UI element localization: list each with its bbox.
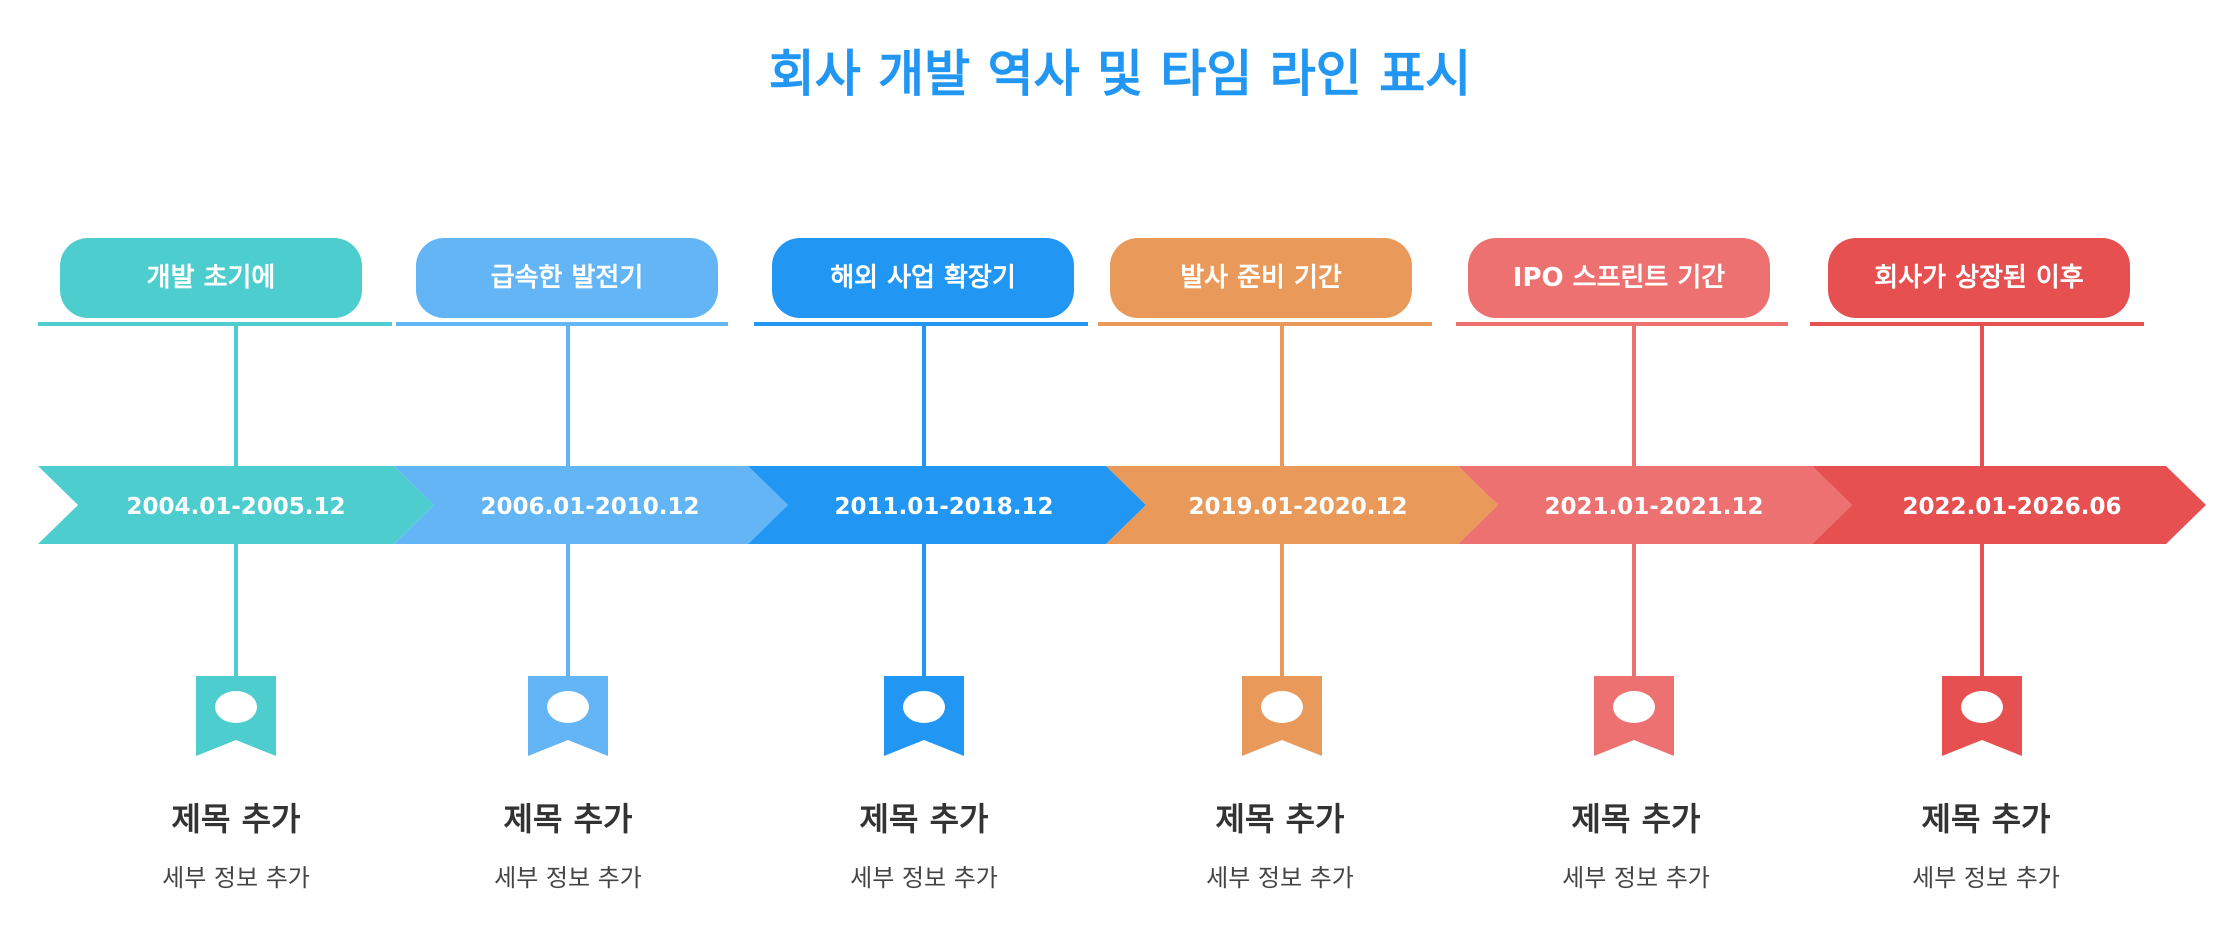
- period-label-0: 2004.01-2005.12: [126, 494, 346, 520]
- flag-dot-0: [215, 691, 257, 723]
- item-title-1: 제목 추가: [503, 800, 633, 838]
- period-label-4: 2021.01-2021.12: [1544, 494, 1764, 520]
- timeline-segment-5: [1812, 466, 2206, 544]
- timeline-segment-1: [394, 466, 788, 544]
- phase-label-2: 해외 사업 확장기: [772, 238, 1074, 318]
- phase-label-3: 발사 준비 기간: [1110, 238, 1412, 318]
- page-title: 회사 개발 역사 및 타임 라인 표시: [768, 45, 1472, 103]
- item-detail-3: 세부 정보 추가: [1206, 864, 1354, 892]
- timeline-segment-2: [748, 466, 1146, 544]
- phase-label-5: 회사가 상장된 이후: [1828, 238, 2130, 318]
- flag-dot-4: [1613, 691, 1655, 723]
- flag-dot-3: [1261, 691, 1303, 723]
- timeline-segment-4: [1458, 466, 1852, 544]
- period-label-1: 2006.01-2010.12: [480, 494, 700, 520]
- item-detail-4: 세부 정보 추가: [1562, 864, 1710, 892]
- phase-label-4: IPO 스프린트 기간: [1468, 238, 1770, 318]
- item-detail-5: 세부 정보 추가: [1912, 864, 2060, 892]
- item-title-0: 제목 추가: [171, 800, 301, 838]
- period-label-5: 2022.01-2026.06: [1902, 494, 2122, 520]
- period-label-3: 2019.01-2020.12: [1188, 494, 1408, 520]
- item-title-4: 제목 추가: [1571, 800, 1701, 838]
- timeline-segment-3: [1106, 466, 1498, 544]
- phase-label-0: 개발 초기에: [60, 238, 362, 318]
- item-detail-1: 세부 정보 추가: [494, 864, 642, 892]
- flag-dot-5: [1961, 691, 2003, 723]
- flag-dot-2: [903, 691, 945, 723]
- item-detail-2: 세부 정보 추가: [850, 864, 998, 892]
- item-detail-0: 세부 정보 추가: [162, 864, 310, 892]
- item-title-3: 제목 추가: [1215, 800, 1345, 838]
- flag-dot-1: [547, 691, 589, 723]
- item-title-2: 제목 추가: [859, 800, 989, 838]
- item-title-5: 제목 추가: [1921, 800, 2051, 838]
- phase-label-1: 급속한 발전기: [416, 238, 718, 318]
- period-label-2: 2011.01-2018.12: [834, 494, 1054, 520]
- timeline-segment-0: [38, 466, 434, 544]
